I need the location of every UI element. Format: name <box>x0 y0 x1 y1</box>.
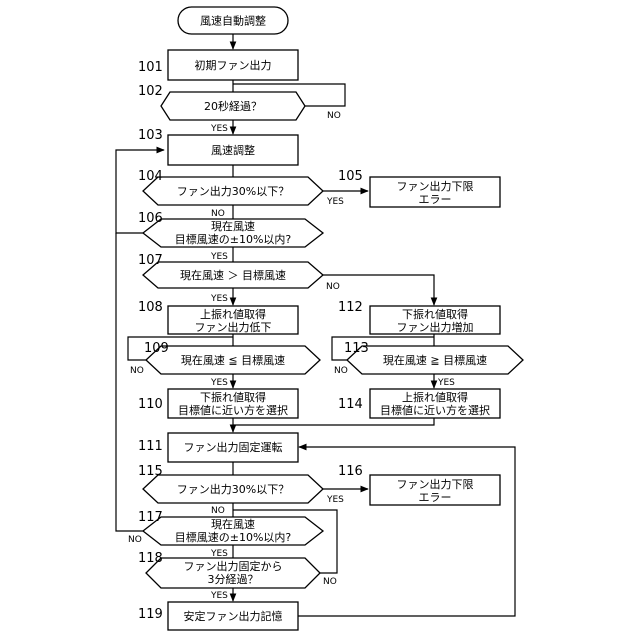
label-no-104: NO <box>211 209 225 219</box>
label-yes-115: YES <box>326 495 344 505</box>
number-111: 111 <box>138 439 163 454</box>
step-103: 風速調整 <box>168 135 298 165</box>
number-105: 105 <box>338 169 363 184</box>
step-114-line2: 目標値に近い方を選択 <box>380 403 490 417</box>
number-109: 109 <box>144 341 169 356</box>
decision-106-line1: 現在風速 <box>211 220 255 233</box>
step-112-line1: 下振れ値取得 <box>402 307 468 321</box>
step-103-label: 風速調整 <box>211 143 255 157</box>
number-104: 104 <box>138 169 163 184</box>
step-111: ファン出力固定運転 <box>168 433 298 462</box>
step-110-line2: 目標値に近い方を選択 <box>178 403 288 417</box>
label-no-107: NO <box>326 282 340 292</box>
label-no-118: NO <box>323 577 337 587</box>
number-112: 112 <box>338 300 363 315</box>
number-118: 118 <box>138 551 163 566</box>
label-yes-113: YES <box>437 378 455 388</box>
number-110: 110 <box>138 397 163 412</box>
number-103: 103 <box>138 128 163 143</box>
step-101-label: 初期ファン出力 <box>195 58 272 72</box>
decision-113-label: 現在風速 ≧ 目標風速 <box>383 353 487 367</box>
step-111-label: ファン出力固定運転 <box>184 440 283 454</box>
number-117: 117 <box>138 510 163 525</box>
start-terminal: 風速自動調整 <box>178 7 288 34</box>
step-105-line1: ファン出力下限 <box>397 179 474 193</box>
step-116: ファン出力下限 エラー <box>370 475 500 505</box>
label-no-115: NO <box>211 506 225 516</box>
decision-117-line1: 現在風速 <box>211 518 255 531</box>
step-108-line1: 上振れ値取得 <box>200 307 266 321</box>
step-116-line2: エラー <box>419 491 452 504</box>
decision-115-label: ファン出力30%以下？ <box>177 482 289 496</box>
step-112-line2: ファン出力増加 <box>397 320 474 334</box>
decision-104-label: ファン出力30%以下？ <box>177 184 289 198</box>
step-112: 下振れ値取得 ファン出力増加 <box>370 306 500 334</box>
decision-118: ファン出力固定から 3分経過？ <box>146 558 320 588</box>
step-116-line1: ファン出力下限 <box>397 477 474 491</box>
label-yes-117: YES <box>210 549 228 559</box>
decision-118-line2: 3分経過？ <box>208 573 259 586</box>
decision-102: 20秒経過？ <box>161 92 305 120</box>
decision-117: 現在風速 目標風速の±10%以内? <box>143 517 323 545</box>
step-119: 安定ファン出力記憶 <box>168 602 298 630</box>
decision-104: ファン出力30%以下？ <box>143 177 323 205</box>
start-label: 風速自動調整 <box>200 14 266 28</box>
step-101: 初期ファン出力 <box>168 50 298 80</box>
step-108-line2: ファン出力低下 <box>195 320 272 334</box>
decision-117-line2: 目標風速の±10%以内? <box>175 530 292 544</box>
number-108: 108 <box>138 300 163 315</box>
label-yes-104: YES <box>326 197 344 207</box>
label-yes-106: YES <box>210 252 228 262</box>
label-no-117: NO <box>128 535 142 545</box>
number-119: 119 <box>138 607 163 622</box>
step-114: 上振れ値取得 目標値に近い方を選択 <box>370 389 500 418</box>
number-114: 114 <box>338 397 363 412</box>
step-114-line1: 上振れ値取得 <box>402 390 468 404</box>
number-102: 102 <box>138 84 163 99</box>
decision-115: ファン出力30%以下？ <box>143 475 323 503</box>
decision-107: 現在風速 ＞ 目標風速 <box>143 262 323 288</box>
decision-106-line2: 目標風速の±10%以内? <box>175 232 292 246</box>
decision-107-label: 現在風速 ＞ 目標風速 <box>180 268 286 282</box>
label-no-113: NO <box>334 366 348 376</box>
label-no-109: NO <box>130 366 144 376</box>
label-yes-109: YES <box>210 378 228 388</box>
step-108: 上振れ値取得 ファン出力低下 <box>168 306 298 334</box>
decision-118-line1: ファン出力固定から <box>184 559 283 573</box>
label-yes-102: YES <box>210 124 228 134</box>
number-107: 107 <box>138 253 163 268</box>
number-101: 101 <box>138 60 163 75</box>
decision-106: 現在風速 目標風速の±10%以内? <box>143 219 323 247</box>
step-110-line1: 下振れ値取得 <box>200 390 266 404</box>
number-113: 113 <box>344 341 369 356</box>
step-105: ファン出力下限 エラー <box>370 177 500 207</box>
decision-109-label: 現在風速 ≦ 目標風速 <box>181 353 285 367</box>
step-119-label: 安定ファン出力記憶 <box>184 609 283 623</box>
number-115: 115 <box>138 464 163 479</box>
decision-109: 現在風速 ≦ 目標風速 <box>146 346 320 374</box>
decision-102-label: 20秒経過？ <box>204 99 262 113</box>
step-110: 下振れ値取得 目標値に近い方を選択 <box>168 389 298 418</box>
number-106: 106 <box>138 211 163 226</box>
number-116: 116 <box>338 464 363 479</box>
label-yes-107: YES <box>210 294 228 304</box>
label-yes-118: YES <box>210 591 228 601</box>
step-105-line2: エラー <box>419 193 452 206</box>
decision-113: 現在風速 ≧ 目標風速 <box>347 346 523 374</box>
label-no-102: NO <box>327 111 341 121</box>
